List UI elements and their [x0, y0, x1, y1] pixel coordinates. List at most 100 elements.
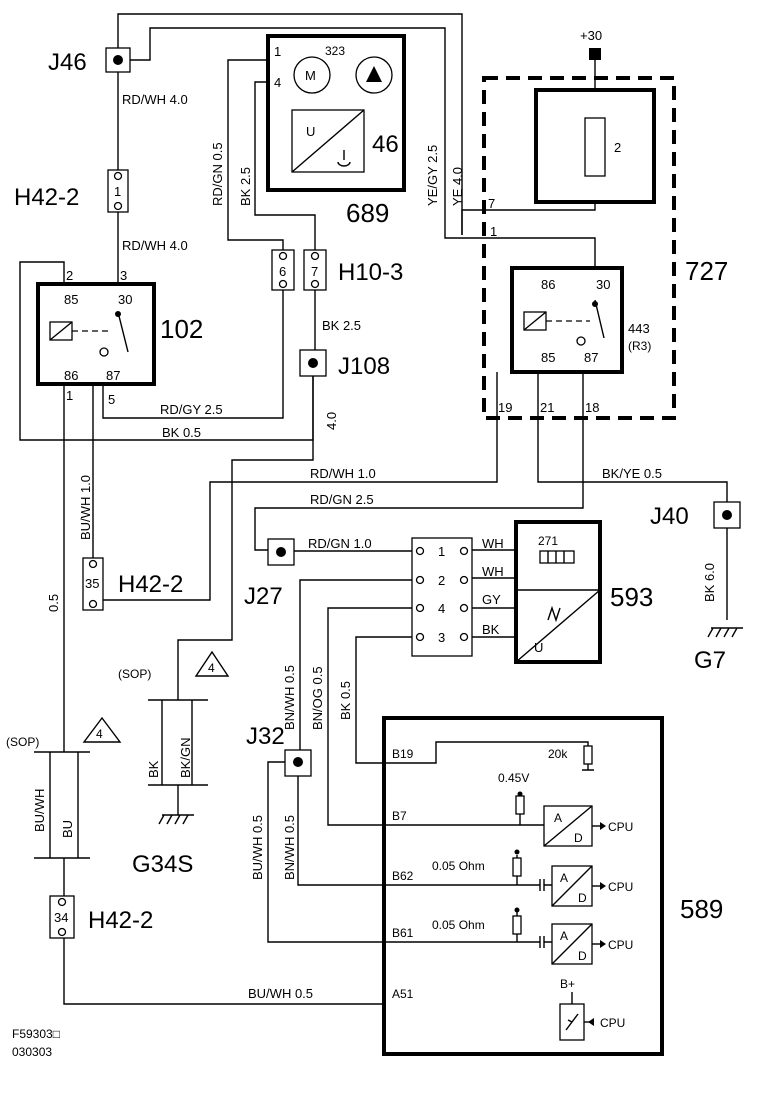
svg-text:443: 443 — [628, 321, 650, 336]
svg-text:20k: 20k — [548, 747, 568, 761]
svg-text:B+: B+ — [560, 977, 575, 991]
svg-text:19: 19 — [498, 400, 512, 415]
ground-g7: G7 — [694, 627, 743, 674]
svg-text:85: 85 — [541, 350, 555, 365]
svg-text:D: D — [574, 831, 583, 845]
connector-j40: J40 — [650, 501, 741, 530]
svg-text:35: 35 — [85, 576, 99, 591]
svg-text:G34S: G34S — [132, 851, 193, 878]
svg-text:U: U — [306, 124, 315, 139]
svg-text:0.05 Ohm: 0.05 Ohm — [432, 918, 485, 932]
label-102: 102 — [160, 314, 203, 344]
svg-text:U: U — [534, 640, 543, 655]
svg-text:RD/WH 4.0: RD/WH 4.0 — [122, 92, 188, 107]
svg-text:2: 2 — [614, 140, 621, 155]
svg-text:BU/WH 0.5: BU/WH 0.5 — [248, 986, 313, 1001]
svg-text:YE/GY 2.5: YE/GY 2.5 — [425, 145, 440, 206]
svg-text:5: 5 — [108, 392, 115, 407]
svg-text:H42-2: H42-2 — [88, 907, 153, 934]
svg-text:BK 2.5: BK 2.5 — [238, 167, 253, 206]
relay-102: 2 3 85 30 86 87 1 5 102 — [36, 268, 203, 407]
svg-text:B19: B19 — [392, 747, 414, 761]
svg-text:J108: J108 — [338, 353, 390, 380]
svg-text:87: 87 — [106, 368, 120, 383]
svg-text:RD/GN 1.0: RD/GN 1.0 — [308, 536, 372, 551]
svg-text:BN/OG 0.5: BN/OG 0.5 — [310, 666, 325, 730]
svg-text:4.0: 4.0 — [324, 412, 339, 430]
svg-text:BK: BK — [146, 760, 161, 778]
svg-text:BK/GN: BK/GN — [178, 738, 193, 778]
svg-text:3: 3 — [120, 268, 127, 283]
svg-text:A: A — [560, 929, 568, 943]
svg-text:RD/GN 0.5: RD/GN 0.5 — [210, 142, 225, 206]
svg-text:1: 1 — [438, 544, 445, 559]
svg-text:RD/WH 1.0: RD/WH 1.0 — [310, 466, 376, 481]
svg-text:1: 1 — [114, 184, 121, 199]
svg-text:0.05 Ohm: 0.05 Ohm — [432, 859, 485, 873]
svg-text:34: 34 — [54, 910, 68, 925]
svg-text:30: 30 — [596, 277, 610, 292]
svg-text:1: 1 — [66, 388, 73, 403]
svg-text:BU/WH 0.5: BU/WH 0.5 — [250, 815, 265, 880]
svg-text:4: 4 — [96, 727, 103, 741]
svg-text:YE 4.0: YE 4.0 — [450, 167, 465, 206]
connector-j32: J32 — [246, 723, 312, 777]
svg-text:46: 46 — [372, 131, 399, 158]
svg-text:BN/WH 0.5: BN/WH 0.5 — [282, 665, 297, 730]
component-689: M 323 1 4 U 46 689 — [266, 34, 406, 228]
svg-text:30: 30 — [118, 292, 132, 307]
svg-text:0.5: 0.5 — [46, 594, 61, 612]
svg-text:BK: BK — [482, 622, 500, 637]
svg-text:(SOP): (SOP) — [6, 735, 39, 749]
label-h10-3: H10-3 — [338, 259, 403, 286]
svg-text:7: 7 — [311, 264, 318, 279]
connector-h42-2-mid: 35 H42-2 — [82, 557, 183, 611]
connector-h42-2-bottom: 34 H42-2 — [49, 895, 153, 939]
svg-text:GY: GY — [482, 592, 501, 607]
svg-text:BK 0.5: BK 0.5 — [338, 681, 353, 720]
svg-text:7: 7 — [488, 196, 495, 211]
wire-labels: RD/WH 4.0 RD/WH 4.0 RD/GN 0.5 BK 2.5 YE/… — [32, 92, 717, 1001]
svg-text:A: A — [560, 871, 568, 885]
svg-text:B61: B61 — [392, 926, 414, 940]
svg-text:RD/WH 4.0: RD/WH 4.0 — [122, 238, 188, 253]
svg-text:BK 0.5: BK 0.5 — [162, 425, 201, 440]
svg-text:J40: J40 — [650, 503, 689, 530]
svg-text:M: M — [305, 68, 316, 83]
svg-text:323: 323 — [325, 44, 345, 58]
connector-j46: J46 — [48, 47, 131, 76]
sop-group-right: (SOP) 4 G34S — [118, 650, 230, 878]
svg-text:D: D — [578, 891, 587, 905]
connector-h42-2-top: 1 H42-2 — [14, 169, 129, 213]
svg-text:4: 4 — [274, 75, 281, 90]
svg-text:G7: G7 — [694, 647, 726, 674]
svg-text:21: 21 — [540, 400, 554, 415]
svg-text:H42-2: H42-2 — [118, 571, 183, 598]
svg-text:593: 593 — [610, 582, 653, 612]
svg-text:B7: B7 — [392, 809, 407, 823]
svg-text:86: 86 — [64, 368, 78, 383]
svg-text:18: 18 — [585, 400, 599, 415]
svg-text:87: 87 — [584, 350, 598, 365]
svg-text:A51: A51 — [392, 987, 414, 1001]
svg-text:BU/WH: BU/WH — [32, 789, 47, 832]
svg-text:CPU: CPU — [608, 938, 633, 952]
sop-group-left: (SOP) 4 — [6, 716, 122, 859]
svg-text:J27: J27 — [244, 583, 283, 610]
label-727: 727 — [685, 256, 728, 286]
svg-text:2: 2 — [438, 573, 445, 588]
svg-text:589: 589 — [680, 894, 723, 924]
svg-text:BK 6.0: BK 6.0 — [702, 563, 717, 602]
svg-text:1: 1 — [274, 44, 281, 59]
svg-text:J32: J32 — [246, 723, 285, 750]
svg-text:+30: +30 — [580, 28, 602, 43]
svg-text:RD/GN 2.5: RD/GN 2.5 — [310, 492, 374, 507]
svg-text:BN/WH 0.5: BN/WH 0.5 — [282, 815, 297, 880]
svg-text:A: A — [554, 811, 562, 825]
svg-text:WH: WH — [482, 564, 504, 579]
svg-text:BK 2.5: BK 2.5 — [322, 318, 361, 333]
svg-text:1: 1 — [490, 224, 497, 239]
label-h42-2-top: H42-2 — [14, 184, 79, 211]
svg-text:3: 3 — [438, 630, 445, 645]
